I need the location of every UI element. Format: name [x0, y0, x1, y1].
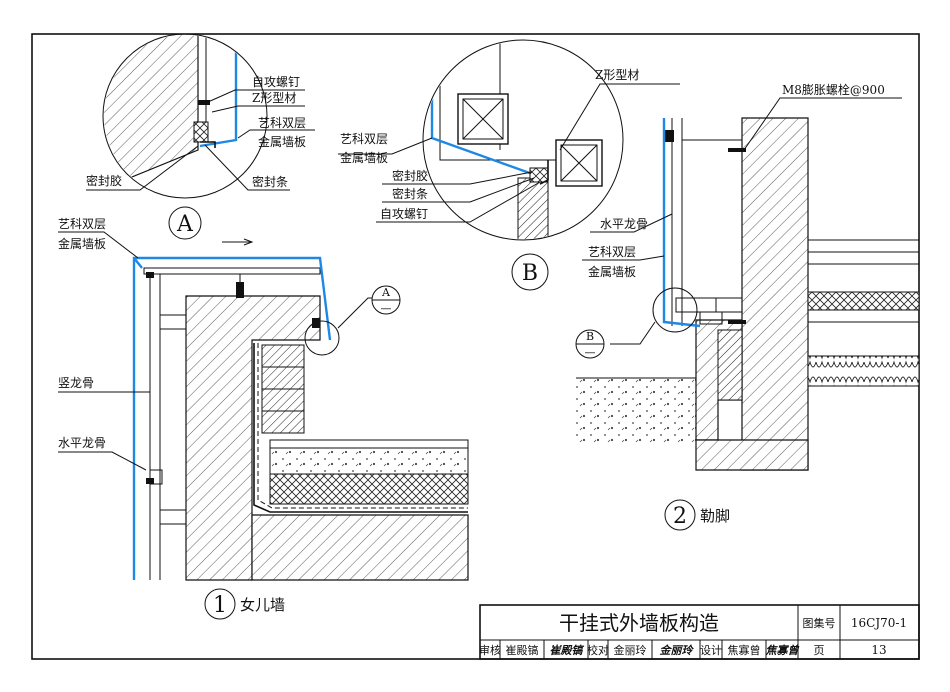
label-sealant-a: 密封胶 [86, 173, 122, 188]
detail-1-number: 1 [213, 593, 227, 618]
page-label: 页 [814, 644, 825, 657]
label-panel-2-2: 金属墙板 [588, 264, 636, 279]
label-panel-1-1: 艺科双层 [58, 217, 106, 231]
label-panel-2-1: 艺科双层 [588, 245, 636, 259]
label-sealant-b: 密封胶 [392, 168, 428, 183]
detail-1-parapet: A — [132, 238, 469, 581]
detail-2-number: 2 [673, 504, 687, 529]
atlas-label: 图集号 [803, 616, 836, 630]
check-label: 校对 [587, 643, 609, 657]
designer-name: 焦寡曾 [728, 643, 761, 657]
label-vertical-keel: 竖龙骨 [58, 376, 94, 390]
label-z-profile-a: Z形型材 [252, 91, 296, 105]
detail-a-label: A [176, 212, 194, 237]
detail-2-plinth: B — [575, 117, 920, 471]
label-z-profile-b: Z形型材 [595, 68, 639, 82]
label-panel-b-2: 金属墙板 [340, 150, 388, 165]
detail-b-label: B [522, 261, 538, 286]
checker-name: 金丽玲 [614, 643, 647, 657]
label-bolt: M8膨胀螺栓@900 [782, 82, 885, 97]
detail-2-name: 勒脚 [700, 507, 730, 525]
label-self-tapping-screw-a: 自攻螺钉 [252, 75, 300, 89]
label-panel-a-2: 金属墙板 [258, 134, 306, 149]
title-block: 干挂式外墙板构造 图集号 16CJ70-1 页 13 审核 崔殿镐 崔殿镐 校对… [479, 604, 920, 660]
sheet-frame [31, 33, 920, 660]
label-seal-strip-b: 密封条 [392, 186, 428, 201]
designer-signature: 焦寡曾 [766, 644, 800, 657]
label-horizontal-keel-2: 水平龙骨 [600, 217, 648, 231]
label-panel-b-1: 艺科双层 [340, 132, 388, 146]
checker-signature: 金丽玲 [660, 644, 695, 657]
detail-1-name: 女儿墙 [240, 596, 285, 614]
label-seal-strip-a: 密封条 [252, 174, 288, 189]
ref-a-top: A [381, 286, 391, 299]
label-horizontal-keel-1: 水平龙骨 [58, 436, 106, 450]
label-self-tapping-screw-b: 自攻螺钉 [380, 207, 428, 221]
ref-b-top: B [586, 330, 594, 343]
page-number: 13 [871, 643, 886, 657]
design-label: 设计 [700, 644, 722, 657]
label-panel-a-1: 艺科双层 [258, 116, 306, 130]
review-label: 审核 [479, 643, 501, 657]
reviewer-signature: 崔殿镐 [550, 644, 585, 657]
atlas-number: 16CJ70-1 [851, 616, 907, 630]
ref-b-bottom: — [585, 346, 596, 359]
label-panel-1-2: 金属墙板 [58, 236, 106, 251]
detail-a-callout: A [102, 33, 268, 240]
ref-a-bottom: — [381, 302, 392, 315]
drawing-title: 干挂式外墙板构造 [559, 611, 719, 635]
reviewer-name: 崔殿镐 [506, 643, 539, 657]
